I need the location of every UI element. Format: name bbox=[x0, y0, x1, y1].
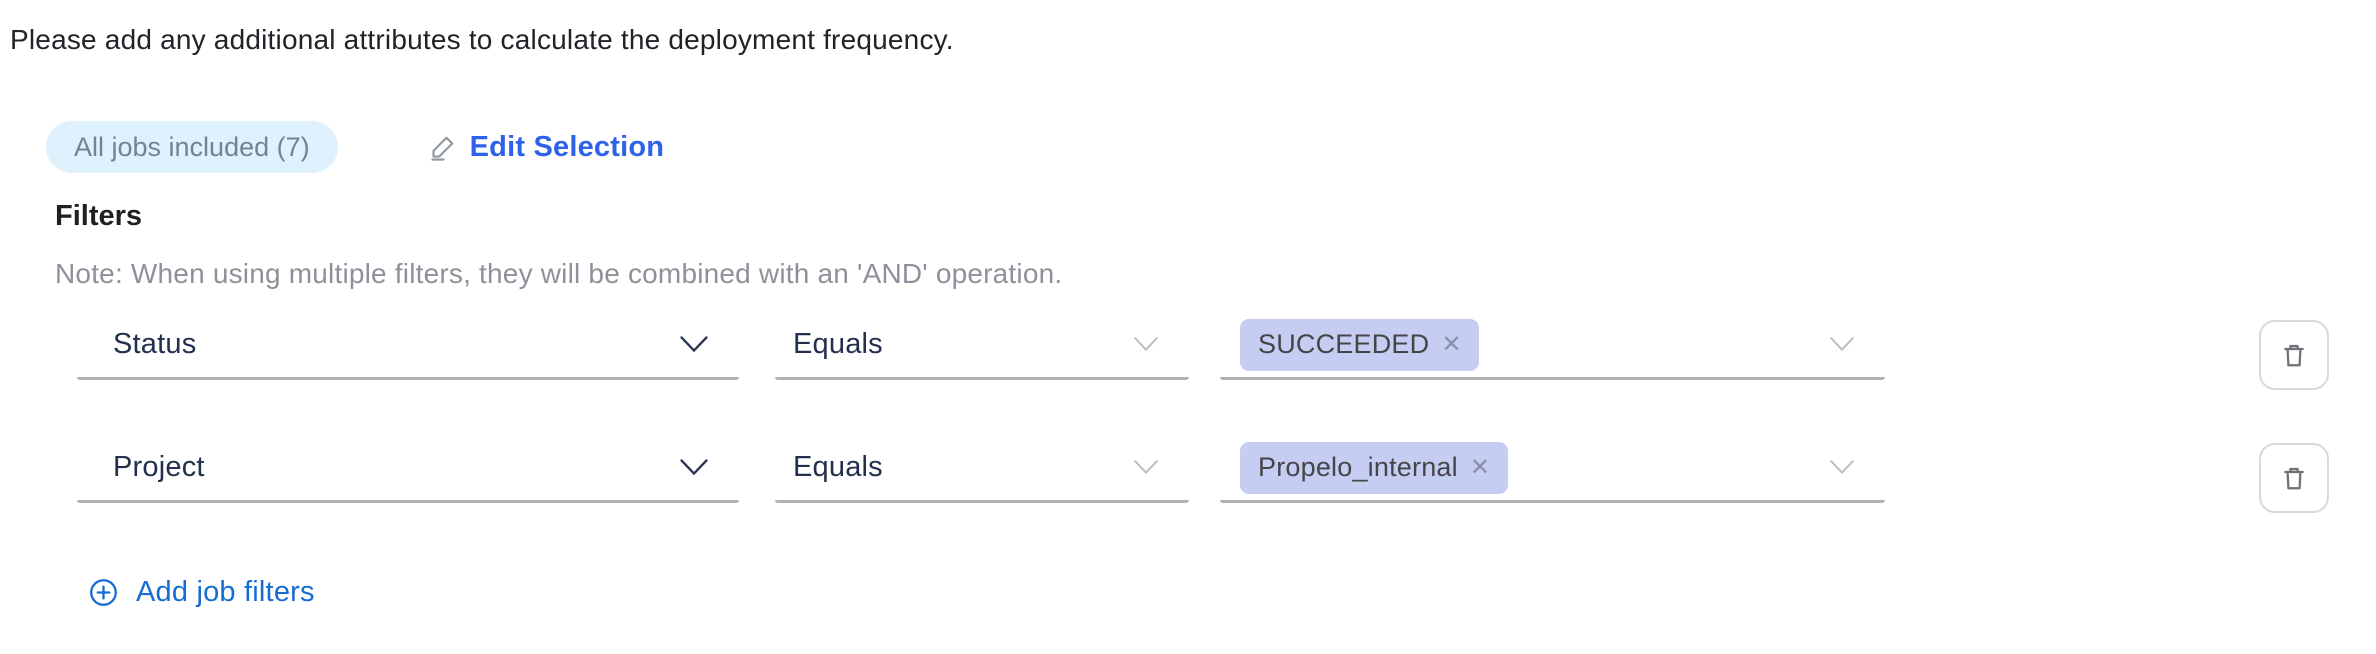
filters-note: Note: When using multiple filters, they … bbox=[55, 258, 1063, 289]
jobs-included-badge: All jobs included (7) bbox=[46, 121, 338, 173]
plus-circle-icon bbox=[88, 577, 119, 608]
filter-row: Status Equals SUCCEEDED ✕ bbox=[0, 312, 2376, 392]
field-select-value: Status bbox=[113, 328, 197, 360]
trash-icon bbox=[2278, 339, 2310, 371]
values-select[interactable]: Propelo_internal ✕ bbox=[1220, 435, 1885, 503]
add-job-filters-label: Add job filters bbox=[136, 576, 315, 608]
edit-pencil-icon bbox=[428, 132, 458, 162]
value-chip: SUCCEEDED ✕ bbox=[1240, 318, 1480, 371]
intro-text: Please add any additional attributes to … bbox=[10, 24, 954, 55]
filters-heading: Filters bbox=[55, 200, 143, 232]
field-select[interactable]: Project bbox=[77, 435, 739, 503]
field-select[interactable]: Status bbox=[77, 312, 739, 380]
values-select[interactable]: SUCCEEDED ✕ bbox=[1220, 312, 1885, 380]
chevron-down-icon bbox=[1133, 459, 1159, 480]
operator-select[interactable]: Equals bbox=[775, 435, 1189, 503]
edit-selection-label: Edit Selection bbox=[469, 130, 665, 163]
chevron-down-icon bbox=[1133, 336, 1159, 357]
trash-icon bbox=[2278, 462, 2310, 494]
operator-select[interactable]: Equals bbox=[775, 312, 1189, 380]
delete-filter-button[interactable] bbox=[2259, 443, 2329, 513]
delete-filter-button[interactable] bbox=[2259, 320, 2329, 390]
chevron-down-icon bbox=[679, 458, 709, 481]
add-job-filters-link[interactable]: Add job filters bbox=[88, 576, 315, 609]
chevron-down-icon bbox=[1829, 336, 1855, 357]
field-select-value: Project bbox=[113, 451, 205, 483]
edit-selection-link[interactable]: Edit Selection bbox=[428, 131, 665, 164]
operator-select-value: Equals bbox=[793, 451, 883, 483]
filter-row: Project Equals Propelo_internal ✕ bbox=[0, 435, 2376, 515]
job-selection-row: All jobs included (7) Edit Selection bbox=[46, 121, 664, 173]
value-chip: Propelo_internal ✕ bbox=[1240, 441, 1508, 494]
chevron-down-icon bbox=[1829, 459, 1855, 480]
chip-remove-icon[interactable]: ✕ bbox=[1469, 453, 1490, 481]
value-chip-label: SUCCEEDED bbox=[1258, 329, 1430, 359]
operator-select-value: Equals bbox=[793, 328, 883, 360]
value-chip-label: Propelo_internal bbox=[1258, 452, 1458, 482]
chip-remove-icon[interactable]: ✕ bbox=[1441, 330, 1462, 358]
chevron-down-icon bbox=[679, 335, 709, 358]
